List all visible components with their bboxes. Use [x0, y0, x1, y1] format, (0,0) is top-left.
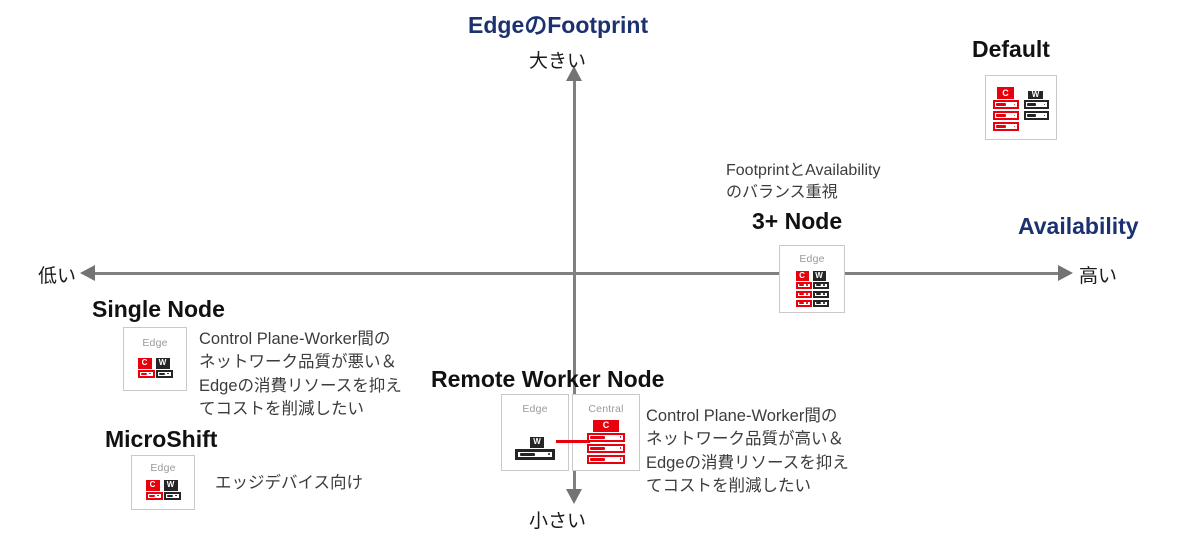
worker-letter: W — [812, 270, 826, 281]
server-unit-icon — [993, 111, 1019, 120]
control-plane-stack-icon: C — [145, 479, 163, 500]
server-unit-icon — [163, 491, 181, 500]
remote-worker-node-title: Remote Worker Node — [431, 366, 665, 392]
x-axis-right-label: 高い — [1079, 266, 1118, 287]
default-node-icon: C W — [985, 75, 1057, 140]
worker-letter: W — [530, 436, 544, 448]
server-unit-icon — [1024, 111, 1049, 120]
single-node-title: Single Node — [92, 296, 225, 322]
single-node-description: Control Plane-Worker間の ネットワーク品質が悪い＆ Edge… — [199, 330, 402, 419]
control-plane-stack-icon: C — [795, 270, 812, 307]
worker-stack-icon: W — [812, 270, 829, 307]
worker-letter: W — [155, 357, 170, 369]
control-plane-stack-icon: C — [587, 419, 625, 464]
footprint-vertical-axis — [573, 78, 576, 492]
control-plane-letter: C — [145, 479, 160, 491]
server-unit-icon — [145, 491, 163, 500]
worker-stack-icon: W — [163, 479, 181, 500]
remote-worker-edge-box: Edge W — [501, 394, 569, 471]
remote-worker-central-box: Central C — [572, 394, 640, 471]
y-axis-bottom-label: 小さい — [529, 511, 587, 532]
server-unit-icon — [993, 122, 1019, 131]
zone-label-edge: Edge — [142, 337, 168, 349]
microshift-node-icon: Edge C W — [131, 455, 195, 510]
server-unit-icon — [812, 299, 829, 307]
axis-arrow-down-icon — [566, 489, 582, 504]
server-unit-icon — [795, 290, 812, 298]
default-node-title: Default — [972, 36, 1050, 62]
server-unit-icon — [137, 369, 155, 378]
y-axis-top-label: 大きい — [529, 51, 587, 72]
worker-stack-icon: W — [1024, 91, 1049, 120]
three-plus-node-note: FootprintとAvailability のバランス重視 — [726, 162, 881, 202]
control-plane-stack-icon: C — [137, 357, 155, 378]
worker-stack-icon: W — [515, 436, 555, 460]
worker-letter: W — [1028, 91, 1043, 99]
y-axis-title: EdgeのFootprint — [468, 12, 649, 38]
x-axis-title: Availability — [1018, 213, 1139, 239]
three-plus-node-icon: Edge C W — [779, 245, 845, 313]
server-unit-icon — [587, 432, 625, 442]
server-unit-icon — [587, 443, 625, 453]
server-unit-icon — [155, 369, 173, 378]
x-axis-left-label: 低い — [38, 266, 77, 287]
control-plane-stack-icon: C — [993, 87, 1019, 131]
control-plane-letter: C — [137, 357, 152, 369]
zone-label-central: Central — [588, 403, 624, 415]
microshift-node-description: エッジデバイス向け — [215, 474, 364, 492]
remote-worker-node-description: Control Plane-Worker間の ネットワーク品質が高い＆ Edge… — [646, 407, 849, 496]
server-unit-icon — [795, 299, 812, 307]
server-unit-icon — [587, 454, 625, 464]
worker-stack-icon: W — [155, 357, 173, 378]
microshift-node-title: MicroShift — [105, 426, 218, 452]
control-plane-letter: C — [593, 419, 619, 432]
worker-letter: W — [163, 479, 178, 491]
server-unit-icon — [795, 281, 812, 289]
axis-arrow-right-icon — [1058, 265, 1073, 281]
server-unit-icon — [1024, 100, 1049, 109]
control-plane-letter: C — [795, 270, 809, 281]
server-unit-icon — [812, 290, 829, 298]
server-unit-icon — [515, 448, 555, 460]
availability-horizontal-axis — [88, 272, 1066, 275]
axis-arrow-up-icon — [566, 66, 582, 81]
edge-to-central-link-icon — [556, 440, 590, 443]
zone-label-edge: Edge — [150, 462, 176, 474]
zone-label-edge: Edge — [522, 403, 548, 415]
control-plane-letter: C — [997, 87, 1014, 99]
single-node-icon: Edge C W — [123, 327, 187, 391]
axis-arrow-left-icon — [80, 265, 95, 281]
server-unit-icon — [812, 281, 829, 289]
three-plus-node-title: 3+ Node — [752, 208, 843, 234]
server-unit-icon — [993, 100, 1019, 109]
zone-label-edge: Edge — [799, 253, 825, 265]
